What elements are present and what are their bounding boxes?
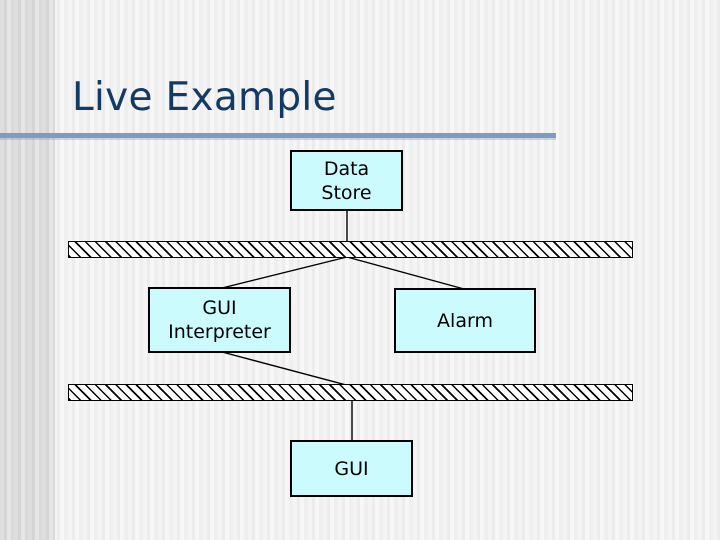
node-gui-interpreter[interactable]: GUI Interpreter (148, 287, 291, 353)
node-data-store-label: Data Store (321, 157, 371, 205)
node-data-store-label-line1: Data (323, 157, 370, 180)
title-underline-rule (0, 133, 556, 138)
connector-gui-interpreter-to-lower-bus (221, 351, 351, 387)
node-data-store-label-line2: Store (321, 181, 372, 204)
node-gui-interpreter-label: GUI Interpreter (168, 296, 271, 344)
node-alarm-label: Alarm (437, 309, 493, 332)
node-gui-interpreter-label-line2: Interpreter (168, 321, 271, 343)
title-underline-rule-shadow (0, 138, 556, 140)
background-left-band (0, 0, 55, 540)
node-data-store[interactable]: Data Store (290, 150, 403, 211)
lower-software-bus (68, 384, 633, 401)
node-alarm[interactable]: Alarm (394, 288, 536, 353)
page-title: Live Example (72, 75, 337, 120)
node-gui-label: GUI (334, 457, 369, 480)
node-gui[interactable]: GUI (290, 440, 413, 497)
node-gui-interpreter-label-line1: GUI (202, 297, 237, 319)
connector-upper-bus-to-gui-interpreter (221, 256, 348, 289)
connector-upper-bus-to-alarm (346, 256, 465, 290)
upper-software-bus (68, 241, 633, 258)
